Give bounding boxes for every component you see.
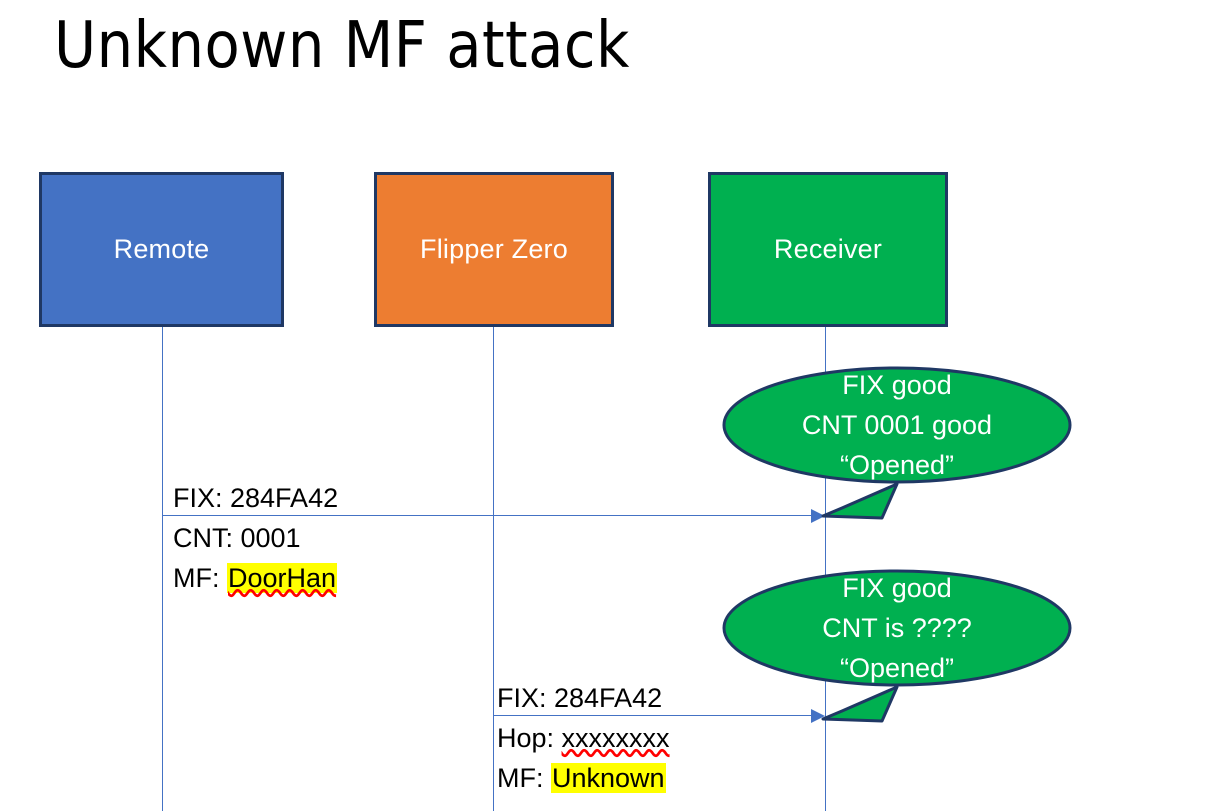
actor-label-receiver: Receiver [773, 234, 883, 264]
message-2-fix-line: FIX: 284FA42 [497, 683, 663, 713]
actor-label-flipper-zero: Flipper Zero [420, 234, 568, 264]
arrow-head-icon [811, 709, 825, 723]
message-1-cnt-line: CNT: 0001 [173, 523, 301, 553]
arrow-shaft [162, 515, 813, 516]
arrow-shaft [493, 715, 813, 716]
bubble-ellipse-2 [722, 569, 1072, 687]
actor-box-receiver[interactable]: Receiver [708, 172, 948, 327]
arrow-head-icon [811, 509, 825, 523]
message-2-mf-line: MF: Unknown [497, 758, 670, 798]
message-label-flipper: FIX: 284FA42 Hop: xxxxxxxx MF: Unknown [497, 683, 670, 798]
message-1-fix-line: FIX: 284FA42 [173, 483, 339, 513]
message-arrow-flipper-to-receiver [493, 709, 825, 723]
message-2-hop-line: Hop: xxxxxxxx [497, 718, 670, 758]
speech-bubble-receiver-1: FIX good CNT 0001 good “Opened” [722, 366, 1072, 520]
message-2-hop-prefix: Hop: [497, 723, 562, 753]
speech-bubble-receiver-2: FIX good CNT is ???? “Opened” [722, 569, 1072, 723]
lifeline-receiver [825, 327, 826, 811]
actor-label-remote: Remote [113, 234, 210, 264]
message-2-mf-prefix: MF: [497, 763, 551, 793]
message-label-remote: FIX: 284FA42 CNT: 0001 MF: DoorHan [173, 483, 338, 598]
actor-box-flipper-zero[interactable]: Flipper Zero [374, 172, 614, 327]
message-1-mf-line: MF: DoorHan [173, 558, 338, 598]
bubble-tail-2 [821, 685, 899, 723]
message-2-hop-value: xxxxxxxx [561, 723, 670, 753]
lifeline-flipper [493, 327, 494, 811]
message-2-mf-value: Unknown [551, 763, 666, 793]
bubble-ellipse-1 [722, 366, 1072, 484]
message-1-mf-value: DoorHan [227, 563, 338, 593]
bubble-tail-1 [821, 482, 899, 520]
lifeline-remote [162, 327, 163, 811]
message-arrow-remote-to-receiver [162, 509, 825, 523]
message-1-mf-prefix: MF: [173, 563, 227, 593]
actor-box-remote[interactable]: Remote [39, 172, 284, 327]
page-title: Unknown MF attack [54, 9, 630, 83]
